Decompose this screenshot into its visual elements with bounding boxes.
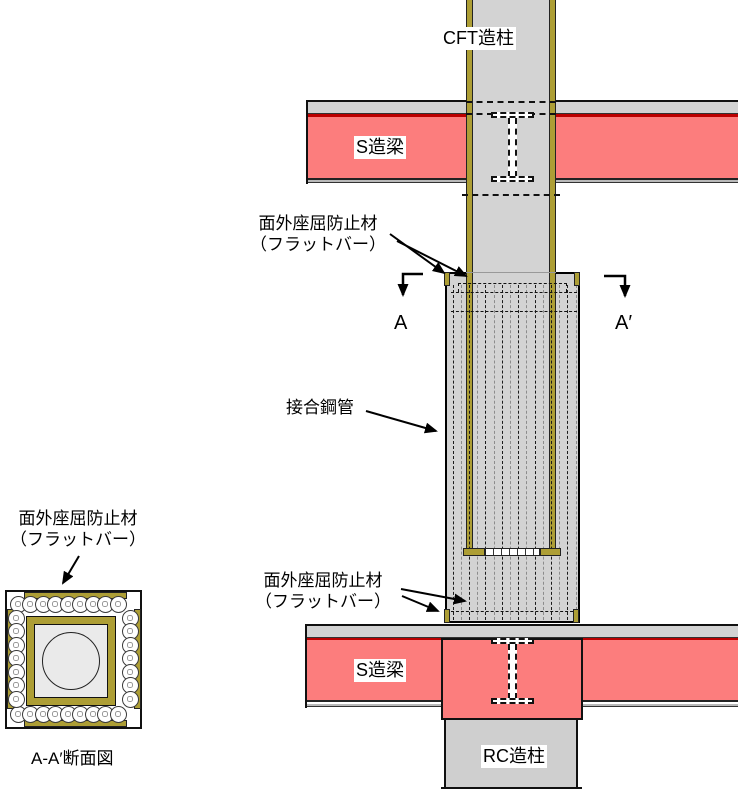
- top-junction-bottom-line: [462, 194, 560, 196]
- flat-bar-lower-annotation: 面外座屈防止材 （フラットバー）: [253, 570, 393, 613]
- stud-row-top-1: [451, 292, 577, 293]
- section-bar-circle: [22, 595, 39, 613]
- cft-column: [466, 0, 556, 549]
- arrow-flat-bar-section: [61, 555, 80, 585]
- flat-bar-top-left: [444, 272, 450, 286]
- pipe-hidden-line: [477, 285, 479, 620]
- pipe-hidden-line: [485, 285, 487, 620]
- flat-bar-bottom-right: [573, 609, 579, 623]
- section-bar-circle: [22, 705, 39, 723]
- cft-column-label: CFT造柱: [441, 27, 516, 50]
- stud-row-bottom: [451, 611, 578, 612]
- bottom-ibeam-bottom-flange: [491, 698, 534, 704]
- flat-bar-section-line2: （フラットバー）: [10, 530, 146, 550]
- section-bar-circle: [72, 705, 89, 723]
- section-bar-circle: [121, 623, 139, 640]
- pipe-hidden-line: [518, 285, 520, 620]
- section-cut-marker-a: [397, 272, 423, 297]
- s-beam-top-label: S造梁: [354, 136, 407, 159]
- flat-bar-section-line1: 面外座屈防止材: [18, 509, 138, 528]
- arrow-flat-bar-upper-1: [389, 233, 446, 275]
- pipe-inner-top-line: [458, 283, 567, 284]
- section-inner-pipe-circle: [42, 632, 100, 690]
- pipe-hidden-line: [509, 285, 511, 620]
- flat-bar-upper-line1: 面外座屈防止材: [258, 214, 378, 233]
- pipe-hidden-line: [468, 285, 470, 620]
- flat-bar-bottom-left: [444, 609, 450, 623]
- pipe-inner-top-tick-left: [458, 283, 459, 292]
- section-bar-circle: [121, 677, 139, 694]
- arrow-joint-pipe: [365, 410, 438, 434]
- flat-bar-lower-line2: （フラットバー）: [255, 592, 391, 612]
- flat-bar-lower-line1: 面外座屈防止材: [263, 571, 383, 590]
- stud-row-top-2: [451, 311, 577, 312]
- pipe-top-hidden-line: [466, 272, 556, 273]
- pipe-hidden-line: [526, 285, 528, 620]
- pipe-hidden-line: [575, 285, 577, 620]
- top-ibeam-top-flange: [491, 112, 534, 118]
- pipe-hidden-line: [542, 285, 544, 620]
- cft-column-right-wall: [549, 0, 556, 549]
- pipe-hidden-line: [550, 285, 552, 620]
- rc-column-label: RC造柱: [481, 745, 547, 768]
- rc-column-base-line: [441, 787, 582, 789]
- top-junction-slab-line: [466, 101, 556, 103]
- section-bar-circle: [109, 705, 127, 723]
- pipe-hidden-line: [567, 285, 569, 620]
- pipe-inner-top-tick-right: [566, 283, 567, 292]
- section-bar-circle: [47, 705, 64, 723]
- arrow-flat-bar-lower-2: [401, 595, 440, 612]
- top-ibeam-bottom-flange: [491, 176, 534, 182]
- arrow-flat-bar-upper-2: [396, 240, 468, 277]
- flat-bar-upper-line2: （フラットバー）: [250, 235, 386, 255]
- section-bar-circle: [47, 595, 64, 613]
- base-plate-middle: [485, 548, 540, 556]
- base-plate-left: [463, 548, 485, 556]
- flat-bar-section-annotation: 面外座屈防止材 （フラットバー）: [8, 508, 148, 551]
- section-title: A-A′断面図: [29, 748, 116, 770]
- top-ibeam-web: [508, 118, 517, 177]
- section-bar-circle: [7, 690, 25, 708]
- section-bar-circle: [121, 636, 139, 654]
- pipe-hidden-line: [559, 285, 561, 620]
- flat-bar-upper-annotation: 面外座屈防止材 （フラットバー）: [248, 213, 388, 256]
- pipe-hidden-line: [460, 285, 462, 620]
- pipe-hidden-line: [501, 285, 503, 620]
- bottom-ibeam-web: [508, 644, 517, 699]
- pipe-hidden-line: [493, 285, 495, 620]
- pipe-hidden-line: [534, 285, 536, 620]
- s-beam-bottom-label: S造梁: [354, 659, 407, 682]
- section-bar-circle: [109, 595, 127, 613]
- base-plate-right: [540, 548, 561, 556]
- bottom-ibeam-top-flange: [491, 638, 534, 644]
- pipe-hidden-line: [452, 285, 454, 620]
- section-bar-circle: [121, 690, 139, 708]
- column-base-plate: [463, 548, 561, 556]
- section-cut-marker-a-prime: [604, 274, 631, 298]
- section-marker-a-prime: A′: [613, 311, 635, 336]
- bottom-slab: [307, 624, 738, 638]
- joint-pipe-label: 接合鋼管: [284, 397, 356, 419]
- flat-bar-top-right: [574, 272, 580, 286]
- section-marker-a: A: [392, 311, 410, 336]
